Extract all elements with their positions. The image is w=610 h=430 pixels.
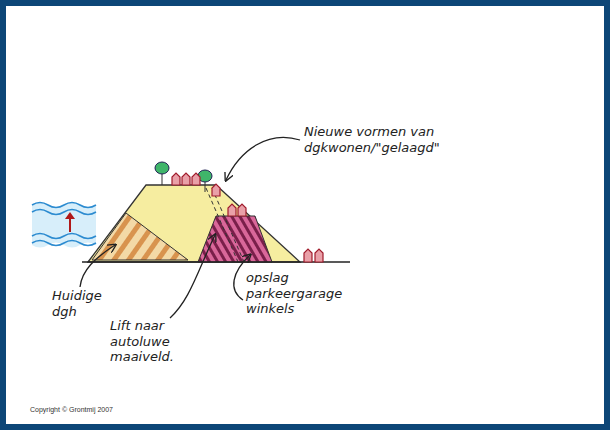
wave: [32, 241, 96, 246]
dike-body: [88, 185, 300, 262]
rise-arrow: [65, 212, 75, 219]
lift-shaft: [212, 188, 244, 262]
callout-label: Nieuwe vormen van dgkwonen/"gelaagd": [304, 124, 494, 155]
wave: [32, 234, 96, 239]
callout-label: Lift naar autoluwe maaiveld.: [110, 318, 192, 365]
callout-label: opslag parkeergarage winkels: [246, 270, 358, 317]
water: [32, 203, 96, 248]
callout-label: Huidige dgh: [52, 288, 114, 319]
houses: [172, 173, 323, 262]
wave: [32, 203, 96, 208]
copyright-note: Copyright © Grontmij 2007: [30, 406, 230, 414]
tree: [155, 162, 169, 185]
lift-shaft: [206, 188, 238, 262]
wave: [32, 210, 96, 215]
current-dike: [92, 213, 188, 260]
